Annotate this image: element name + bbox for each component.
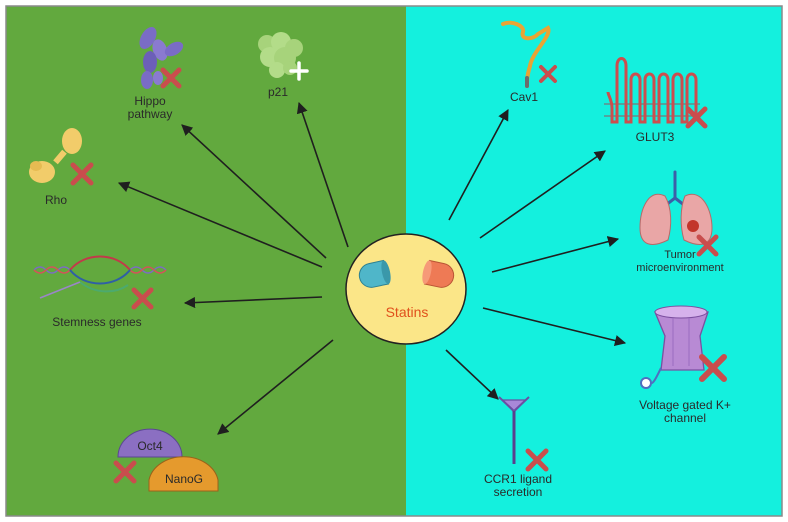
ccr1-receptor-icon (498, 396, 530, 464)
stemness-inhibit-icon (131, 287, 154, 310)
ccr1-inhibit-icon (525, 448, 549, 472)
lungs-icon (639, 170, 713, 245)
tumor-label-line-1: Tumor (664, 249, 696, 261)
p21-label: p21 (267, 85, 289, 99)
oct4-icon (117, 428, 183, 458)
glut3-inhibit-icon (685, 106, 708, 129)
tumor-inhibit-icon (696, 234, 719, 257)
arrow-to-cav1 (448, 109, 509, 221)
cav1-label: Cav1 (509, 90, 538, 104)
p21-activate-icon (289, 61, 309, 81)
arrows (117, 101, 627, 435)
capsule-icon (358, 259, 455, 288)
tumor-mass-icon (687, 220, 699, 232)
glut3-icon (604, 57, 701, 124)
arrow-to-ccr1 (445, 349, 499, 400)
rho-inhibit-icon (70, 162, 94, 186)
p21-icon (258, 32, 303, 78)
statins-ellipse (345, 233, 467, 345)
left-panel (6, 6, 406, 516)
statins-node (345, 233, 467, 345)
hippo-label-line-2: pathway (127, 107, 173, 121)
ccr1-label-line-2: secretion (493, 485, 543, 499)
arrow-to-tumor (491, 236, 620, 273)
kchannel-inhibit-icon (699, 354, 727, 382)
dna-replication-icon (33, 255, 167, 299)
hippo-inhibit-icon (160, 67, 182, 89)
tumor-label: Tumor microenvironment (620, 249, 740, 275)
arrow-to-glut3 (479, 150, 606, 239)
right-panel (406, 6, 782, 516)
arrow-to-hippo (181, 124, 327, 259)
arrow-to-oct4 (217, 339, 334, 435)
nanog-icon (148, 456, 219, 492)
cav1-icon (501, 20, 551, 88)
hippo-label: Hippo pathway (120, 95, 180, 121)
tumor-label-line-2: microenvironment (636, 262, 724, 274)
rho-label: Rho (44, 193, 67, 207)
frame (5, 5, 783, 517)
nanog-label: NanoG (164, 472, 204, 486)
arrow-to-rho (117, 181, 323, 268)
kchannel-label-line-2: channel (663, 411, 707, 425)
arrow-to-p21 (296, 101, 349, 248)
kchannel-label-line-1: Voltage gated K+ (639, 398, 731, 412)
statins-label: Statins (385, 304, 429, 320)
oct4-label: Oct4 (137, 439, 163, 453)
hippo-label-line-1: Hippo (134, 94, 166, 108)
rho-icon (29, 128, 82, 183)
kchannel-label: Voltage gated K+ channel (620, 399, 750, 425)
potassium-channel-icon (640, 305, 709, 389)
arrow-to-stemness (183, 296, 323, 309)
glut3-label: GLUT3 (635, 130, 675, 144)
hippo-pathway-icon (139, 27, 184, 89)
stemness-label: Stemness genes (52, 315, 142, 329)
oct4-nanog-inhibit-icon (113, 460, 137, 484)
ccr1-label-line-1: CCR1 ligand (483, 472, 553, 486)
arrow-to-kchannel (482, 307, 627, 347)
cav1-inhibit-icon (539, 65, 557, 83)
ccr1-label: CCR1 ligand secretion (468, 473, 568, 499)
